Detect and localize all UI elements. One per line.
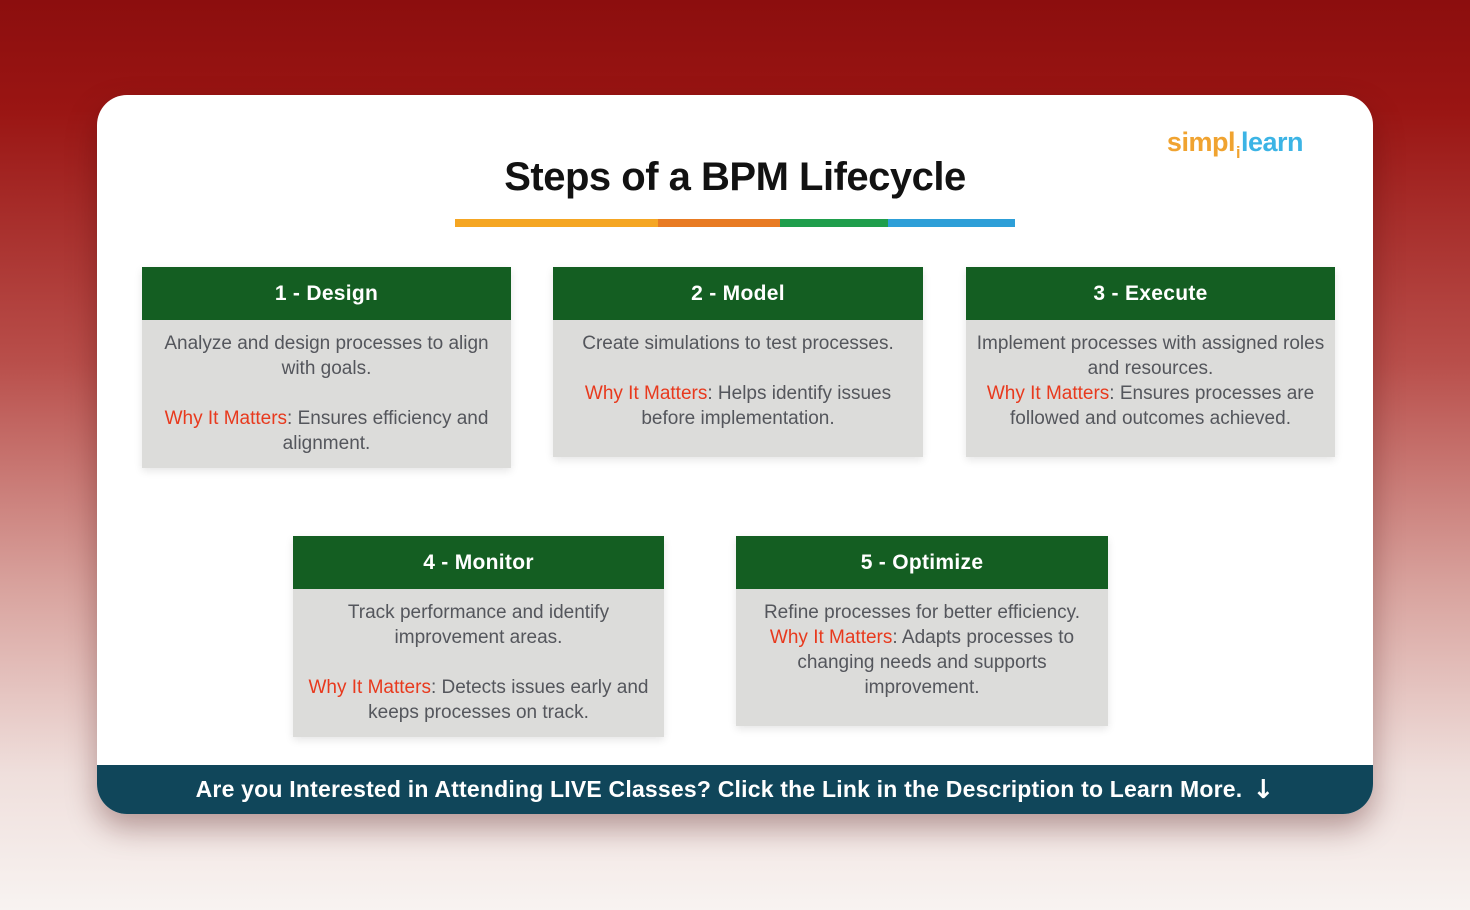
step-card-title: 5 - Optimize xyxy=(736,536,1108,589)
step-description: Create simulations to test processes. xyxy=(582,333,894,354)
slide-panel: simplilearn Steps of a BPM Lifecycle 1 -… xyxy=(97,95,1373,814)
step-card-body: Track performance and identify improveme… xyxy=(293,589,664,737)
logo-text-simpl: simpl xyxy=(1166,127,1236,157)
step-card-optimize: 5 - Optimize Refine processes for better… xyxy=(736,536,1108,726)
step-description: Track performance and identify improveme… xyxy=(347,602,610,648)
step-card-body: Create simulations to test processes. Wh… xyxy=(553,320,923,457)
why-it-matters-label: Why It Matters xyxy=(769,627,893,648)
step-card-title: 1 - Design xyxy=(142,267,511,320)
step-description: Implement processes with assigned roles … xyxy=(976,333,1325,379)
cta-banner-text: Are you Interested in Attending LIVE Cla… xyxy=(195,776,1243,802)
step-card-monitor: 4 - Monitor Track performance and identi… xyxy=(293,536,664,737)
step-card-body: Refine processes for better efficiency. … xyxy=(736,589,1108,726)
why-it-matters-text: : Ensures processes are followed and out… xyxy=(1010,383,1315,429)
why-it-matters-label: Why It Matters xyxy=(164,408,288,429)
step-description: Refine processes for better efficiency. xyxy=(763,602,1081,623)
why-it-matters-label: Why It Matters xyxy=(986,383,1110,404)
step-card-title: 4 - Monitor xyxy=(293,536,664,589)
cta-banner: Are you Interested in Attending LIVE Cla… xyxy=(97,765,1373,814)
why-it-matters-label: Why It Matters xyxy=(308,677,431,698)
step-card-title: 2 - Model xyxy=(553,267,923,320)
step-card-title: 3 - Execute xyxy=(966,267,1335,320)
why-it-matters-text: : Helps identify issues before implement… xyxy=(641,383,892,429)
why-it-matters-text: : Detects issues early and keeps process… xyxy=(368,677,649,723)
why-it-matters: Why It Matters: Adapts processes to chan… xyxy=(744,625,1100,700)
underline-segment-yellow xyxy=(455,219,659,227)
why-it-matters-label: Why It Matters xyxy=(584,383,708,404)
page-title: Steps of a BPM Lifecycle xyxy=(504,155,966,199)
down-arrow-icon: ↓ xyxy=(1252,774,1275,805)
simplilearn-logo: simplilearn xyxy=(1166,127,1304,162)
underline-segment-green xyxy=(780,219,888,227)
why-it-matters: Why It Matters: Ensures efficiency and a… xyxy=(150,406,503,456)
why-it-matters: Why It Matters: Helps identify issues be… xyxy=(561,381,915,431)
step-card-execute: 3 - Execute Implement processes with ass… xyxy=(966,267,1335,457)
underline-segment-orange xyxy=(658,219,781,227)
step-card-model: 2 - Model Create simulations to test pro… xyxy=(553,267,923,457)
why-it-matters: Why It Matters: Detects issues early and… xyxy=(301,675,656,725)
why-it-matters: Why It Matters: Ensures processes are fo… xyxy=(974,381,1327,431)
step-description: Analyze and design processes to align wi… xyxy=(164,333,489,379)
underline-segment-blue xyxy=(887,219,1015,227)
step-card-body: Implement processes with assigned roles … xyxy=(966,320,1335,457)
title-underline xyxy=(455,219,1015,227)
logo-text-learn: learn xyxy=(1240,127,1304,157)
why-it-matters-text: : Adapts processes to changing needs and… xyxy=(797,627,1075,698)
logo-i-mark: i xyxy=(1235,144,1241,162)
why-it-matters-text: : Ensures efficiency and alignment. xyxy=(282,408,489,454)
step-card-design: 1 - Design Analyze and design processes … xyxy=(142,267,511,468)
step-card-body: Analyze and design processes to align wi… xyxy=(142,320,511,468)
